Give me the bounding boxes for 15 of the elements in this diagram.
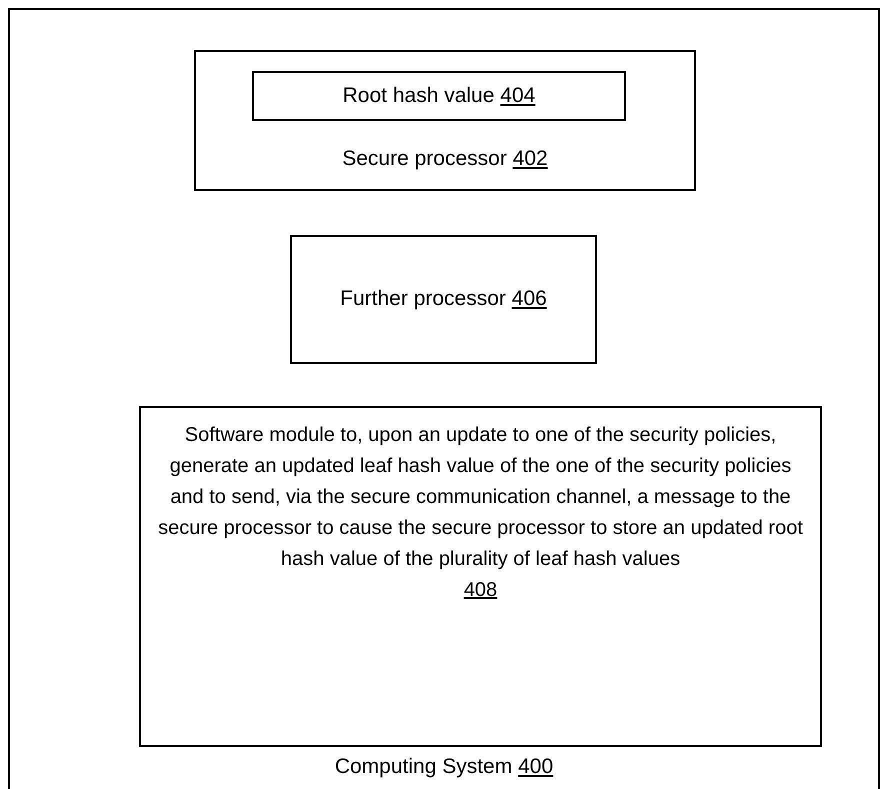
box-label: Secure processor xyxy=(342,146,507,172)
processor-box xyxy=(194,50,696,191)
reference-numeral: 406 xyxy=(512,286,547,312)
reference-numeral: 400 xyxy=(518,754,554,780)
reference-numeral: 402 xyxy=(512,146,548,172)
box-label: Computing System xyxy=(334,754,512,780)
box-label: Root hash value xyxy=(342,83,494,109)
module-box xyxy=(139,406,822,747)
processor-box xyxy=(290,235,597,364)
box-label: Software module to, upon an update to one of the security policies, generate an updated leaf hash value of the one of the security policies and to send, via the secure communication channel, a message to the secure processor to cause the secure processor to store an updated root hash value of the plurality of leaf hash values xyxy=(157,423,804,572)
reference-numeral: 408 xyxy=(464,578,498,603)
box-label: Further processor xyxy=(340,286,506,312)
system-boundary xyxy=(8,8,880,789)
value-box xyxy=(252,71,626,121)
reference-numeral: 404 xyxy=(500,83,536,109)
